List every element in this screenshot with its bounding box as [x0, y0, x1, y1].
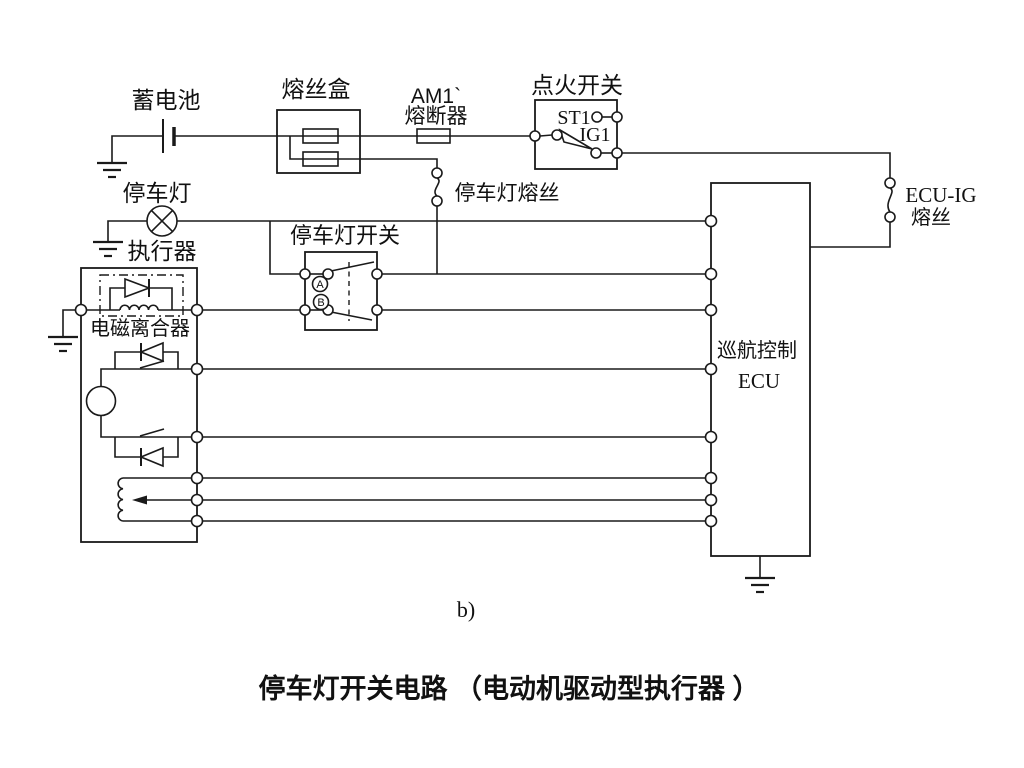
parking-lamp-label: 停车灯	[123, 180, 192, 206]
ignition-ig1-label: IG1	[579, 124, 610, 146]
clutch-diode-icon	[124, 277, 152, 299]
motor-lower-diode-icon	[138, 446, 164, 468]
parking-lamp-switch: A B	[299, 251, 383, 331]
contact-b-blade-icon	[330, 311, 373, 321]
ecu-ig-fuse-label-line2: 熔丝	[911, 206, 951, 229]
motor-upper-diode-icon	[138, 341, 164, 363]
contact-a-blade-icon	[330, 261, 375, 272]
am1-fuse-label-line1: AM1`	[411, 85, 461, 108]
contact-b-badge	[312, 293, 330, 311]
upper-limit-contact-icon	[139, 360, 165, 369]
ecu-ig-fuse-label-line1: ECU-IG	[905, 183, 976, 207]
cruise-ecu-label-line2: ECU	[738, 369, 780, 393]
motor-icon	[85, 385, 117, 417]
actuator-enclosure	[46, 267, 204, 543]
parking-lamp-icon	[91, 205, 178, 258]
potentiometer-coil-icon	[117, 477, 124, 522]
contact-b-letter: B	[317, 297, 324, 309]
ignition-switch-label: 点火开关	[531, 72, 623, 98]
cruise-ecu-box	[704, 182, 811, 594]
parking-lamp-switch-label: 停车灯开关	[290, 223, 400, 248]
figure-sub-label: b)	[457, 597, 475, 622]
fuse-1-icon	[302, 128, 339, 144]
battery-label: 蓄电池	[132, 87, 201, 113]
fuse-2-icon	[302, 151, 339, 167]
magnetic-clutch-label: 电磁离合器	[90, 317, 190, 340]
parking-lamp-fuse-icon	[431, 167, 443, 207]
fuse-box-label: 熔丝盒	[282, 76, 351, 102]
magnetic-clutch-boundary	[99, 274, 184, 317]
actuator-label: 执行器	[128, 238, 197, 264]
ecu-ig-fuse-icon	[884, 177, 896, 223]
clutch-coil-icon	[119, 304, 159, 311]
parking-lamp-fuse-label: 停车灯熔丝	[455, 182, 560, 205]
contact-a-badge	[311, 275, 329, 293]
cruise-ecu-label-line1: 巡航控制	[717, 339, 797, 362]
ignition-switch	[529, 99, 623, 170]
am1-fuse-label-line2: 熔断器	[405, 105, 468, 128]
potentiometer-wiper-arrow-icon	[132, 495, 147, 505]
am1-fuse-icon	[416, 128, 451, 144]
ignition-st1-label: ST1	[557, 107, 590, 129]
fuse-box	[276, 109, 361, 174]
figure-caption: 停车灯开关电路 （电动机驱动型执行器 ）	[258, 673, 759, 704]
lower-limit-contact-icon	[139, 428, 165, 437]
contact-a-letter: A	[316, 279, 324, 291]
diagram-labels: 蓄电池 熔丝盒 AM1` 熔断器 点火开关 ST1 IG1 停车灯熔丝 ECU-…	[90, 72, 977, 704]
battery-symbol	[95, 119, 176, 179]
